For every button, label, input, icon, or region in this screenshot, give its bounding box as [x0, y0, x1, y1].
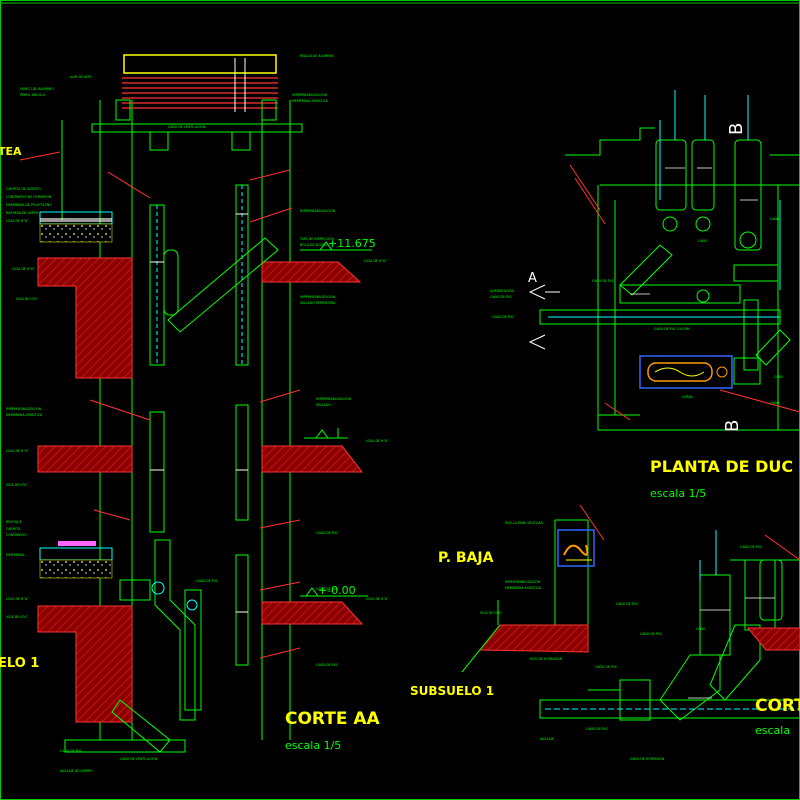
svg-text:IMPERMEABILIZACION: IMPERMEABILIZACION	[300, 295, 336, 299]
svg-text:CAÑO DE PVC: CAÑO DE PVC	[316, 586, 339, 591]
svg-text:CAÑO DE PVC: CAÑO DE PVC	[492, 314, 515, 319]
svg-text:LOSA DE H°A°: LOSA DE H°A°	[366, 439, 389, 443]
svg-text:IMPERMEABILIZACION: IMPERMEABILIZACION	[292, 93, 328, 97]
slab-lower-left	[37, 605, 133, 723]
svg-text:VIGA DE H°A°: VIGA DE H°A°	[16, 297, 38, 301]
svg-text:REVOQUE: REVOQUE	[6, 520, 22, 524]
siphon-detail-box	[557, 529, 595, 567]
svg-text:TAPA DE INSPECCION: TAPA DE INSPECCION	[299, 237, 334, 241]
svg-text:ALIM DE AIRE: ALIM DE AIRE	[70, 75, 92, 79]
svg-text:CURVA: CURVA	[682, 395, 694, 399]
svg-text:IMPERMEABILIZACION: IMPERMEABILIZACION	[505, 580, 541, 584]
svg-text:CONTRAPISO DE HORMIGON: CONTRAPISO DE HORMIGON	[6, 195, 52, 199]
svg-text:CAÑO DE PVC 110 MM: CAÑO DE PVC 110 MM	[654, 326, 690, 331]
svg-text:LOSA DE H°A°: LOSA DE H°A°	[366, 597, 389, 601]
svg-text:CAÑO DE PVC: CAÑO DE PVC	[316, 662, 339, 667]
corte-bb-scale: escala	[755, 724, 790, 737]
svg-text:BARRERA DE VAPOR: BARRERA DE VAPOR	[6, 211, 39, 215]
subsuelo-left-label: ELO 1	[0, 656, 39, 671]
azotea-label: TEA	[0, 145, 22, 158]
level-marker-upper: +11.675	[300, 237, 376, 251]
svg-text:VIGA DE H°A°: VIGA DE H°A°	[6, 615, 28, 619]
corte-aa-scale: escala 1/5	[285, 739, 341, 752]
svg-text:CAÑO DE PVC: CAÑO DE PVC	[740, 544, 763, 549]
svg-text:LOSA DE H°A°: LOSA DE H°A°	[6, 597, 29, 601]
svg-text:CAÑO DE PVC: CAÑO DE PVC	[586, 726, 609, 731]
planta-scale: escala 1/5	[650, 487, 706, 500]
svg-text:ALIMENTACION: ALIMENTACION	[490, 289, 515, 293]
svg-text:LOSA DE H°A°: LOSA DE H°A°	[6, 219, 29, 223]
section-mark-a: A	[528, 271, 537, 286]
level-marker-middle	[304, 428, 348, 439]
svg-text:ANCLAJE: ANCLAJE	[540, 737, 554, 741]
svg-text:CAÑO DE PVC: CAÑO DE PVC	[595, 664, 618, 669]
svg-text:VIGA DE H°A°: VIGA DE H°A°	[480, 611, 502, 615]
slab-upper-right	[261, 261, 362, 283]
svg-text:IMPERMEABILIZACION: IMPERMEABILIZACION	[6, 407, 42, 411]
corte-bb-title: CORT	[755, 696, 800, 716]
svg-text:CARPETA DE ASIENTO: CARPETA DE ASIENTO	[6, 187, 41, 191]
section-mark-b-top: B	[726, 123, 747, 135]
svg-text:CAÑO DE PVC: CAÑO DE PVC	[60, 748, 83, 753]
svg-text:MEMBRANA ASFALTICA: MEMBRANA ASFALTICA	[6, 413, 43, 417]
svg-text:MEMBRANA DE POLIETILENO: MEMBRANA DE POLIETILENO	[6, 203, 52, 207]
svg-text:CAÑO: CAÑO	[770, 400, 780, 405]
roof-vent-grille	[123, 54, 277, 74]
svg-text:CAÑO DE PVC: CAÑO DE PVC	[196, 578, 219, 583]
svg-text:LOSA DE H°A°: LOSA DE H°A°	[364, 259, 387, 263]
svg-text:PERFIL ANGULO: PERFIL ANGULO	[20, 93, 46, 97]
svg-text:LOSA DE H°A°: LOSA DE H°A°	[12, 267, 35, 271]
subsuelo-right-label: SUBSUELO 1	[410, 684, 494, 698]
svg-text:CAÑO: CAÑO	[770, 216, 780, 221]
svg-text:CAÑO DE PVC: CAÑO DE PVC	[490, 294, 513, 299]
planta-ducto-section: A B B ALIMENTACION CAÑO DE PVC CAÑO DE P…	[490, 90, 800, 500]
svg-text:REJILLA PARA VENTILAR: REJILLA PARA VENTILAR	[505, 521, 544, 525]
svg-text:LOSA DE H°A°: LOSA DE H°A°	[6, 449, 29, 453]
svg-text:PISO DE HORMIGON: PISO DE HORMIGON	[530, 657, 563, 661]
p-baja-label: P. BAJA	[438, 550, 494, 566]
slab-middle-right	[261, 445, 364, 473]
slab-upper-left	[37, 257, 133, 379]
svg-text:SELLADO PERIMETRAL: SELLADO PERIMETRAL	[300, 301, 336, 305]
planta-title: PLANTA DE DUC	[650, 457, 793, 476]
azotea-gravel-layer	[39, 223, 113, 243]
slab-middle-left	[37, 445, 133, 473]
svg-text:CAÑO DE HORMIGON: CAÑO DE HORMIGON	[630, 756, 665, 761]
svg-text:MEMBRANA ASFALTICA: MEMBRANA ASFALTICA	[505, 586, 542, 590]
svg-text:CAÑO: CAÑO	[698, 238, 708, 243]
section-mark-b-bottom: B	[722, 420, 743, 432]
svg-text:CAÑO: CAÑO	[774, 374, 784, 379]
corte-aa-section: ALIM DE AIRE MARCO DE ALUMINIO PERFIL AN…	[0, 54, 389, 773]
svg-text:SELLADO: SELLADO	[316, 403, 331, 407]
svg-text:CAÑO DE PVC: CAÑO DE PVC	[592, 278, 615, 283]
svg-text:CAÑO DE VENTILACION: CAÑO DE VENTILACION	[120, 756, 158, 761]
svg-text:MEMBRANA ASFALTICA: MEMBRANA ASFALTICA	[292, 99, 329, 103]
svg-text:CAÑO DE VENTILACION: CAÑO DE VENTILACION	[168, 124, 206, 129]
svg-text:VIGA DE H°A°: VIGA DE H°A°	[6, 483, 28, 487]
level-marker-lower: +-0.00	[300, 584, 368, 597]
corte-aa-title: CORTE AA	[285, 709, 381, 729]
svg-text:IMPERMEABILIZACION: IMPERMEABILIZACION	[316, 397, 352, 401]
level-upper-text: +11.675	[328, 237, 376, 250]
svg-text:CAÑO DE PVC: CAÑO DE PVC	[616, 601, 639, 606]
svg-text:CAÑO DE PVC: CAÑO DE PVC	[316, 530, 339, 535]
svg-text:CAÑO: CAÑO	[696, 626, 706, 631]
svg-text:MEMBRANA: MEMBRANA	[6, 553, 25, 557]
svg-text:CARPETA: CARPETA	[6, 527, 21, 531]
level-lower-text: +-0.00	[318, 584, 356, 597]
corte-bb-section: REJILLA PARA VENTILAR IMPERMEABILIZACION…	[410, 504, 800, 761]
fitting-detail-box	[639, 355, 733, 389]
svg-text:IMPERMEABILIZACION: IMPERMEABILIZACION	[300, 209, 336, 213]
svg-text:CONTRAPISO: CONTRAPISO	[6, 533, 27, 537]
svg-text:REJILLA DE ALUMINIO: REJILLA DE ALUMINIO	[300, 54, 335, 58]
svg-text:CAÑO DE PVC: CAÑO DE PVC	[640, 631, 663, 636]
svg-text:ANCLAJE DE HIERRO: ANCLAJE DE HIERRO	[60, 769, 93, 773]
svg-text:BOCA DE ACCESO: BOCA DE ACCESO	[300, 243, 329, 247]
svg-text:MARCO DE ALUMINIO: MARCO DE ALUMINIO	[20, 87, 54, 91]
slab-lower-right	[261, 601, 364, 625]
